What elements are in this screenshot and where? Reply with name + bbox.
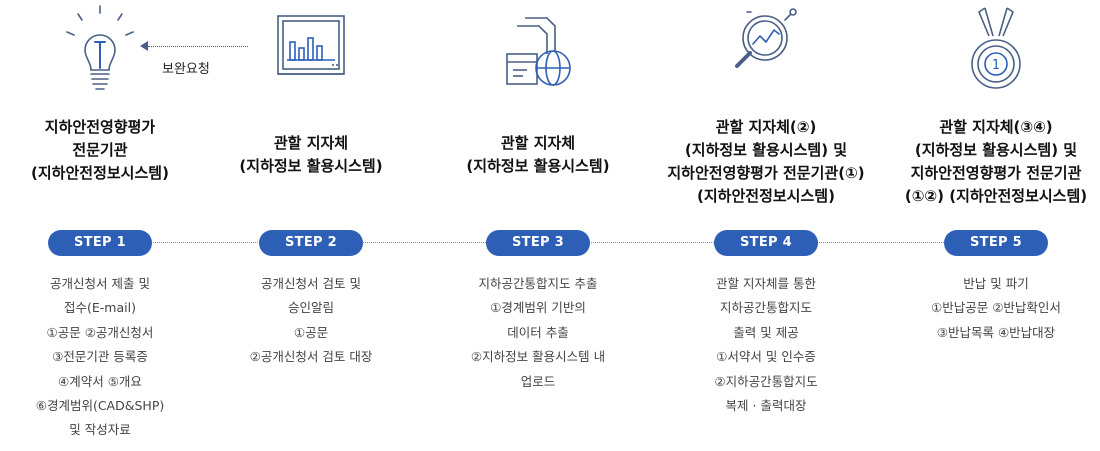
title-line: 전문기관 [72,141,128,159]
title-line: (지하정보 활용시스템) [239,157,383,175]
step-5-description: 반납 및 파기 ①반납공문 ②반납확인서 ③반납목록 ④반납대장 [886,272,1100,345]
step-3-column: 관할 지자체 (지하정보 활용시스템) STEP 3 지하공간통합지도 추출 ①… [428,0,648,451]
title-line: (①②) (지하안전정보시스템) [904,187,1088,205]
step-2-title: 관할 지자체 (지하정보 활용시스템) [201,132,421,178]
title-line: (지하정보 활용시스템) 및 [684,141,848,159]
desc-line: ①경계범위 기반의 [490,300,586,316]
feedback-arrow: 보완요청 [140,38,250,78]
step-4-title: 관할 지자체(②) (지하정보 활용시스템) 및 지하안전영향평가 전문기관(①… [656,116,876,208]
step-4-badge: STEP 4 [714,230,818,256]
step-5-title: 관할 지자체(③④) (지하정보 활용시스템) 및 지하안전영향평가 전문기관 … [886,116,1100,208]
desc-line: ①공문 [293,324,329,340]
desc-line: 복제 · 출력대장 [725,398,807,414]
step-1-badge: STEP 1 [48,230,152,256]
desc-line: ②지하정보 활용시스템 내 [470,349,606,365]
desc-line: 업로드 [520,373,556,389]
desc-line: ④계약서 ⑤개요 [58,373,142,389]
title-line: 관할 지자체(②) [715,118,817,136]
desc-line: 지하공간통합지도 추출 [478,276,598,291]
svg-text:1: 1 [992,58,1000,73]
desc-line: 및 작성자료 [69,422,131,438]
step-5-badge: STEP 5 [944,230,1048,256]
step-3-title: 관할 지자체 (지하정보 활용시스템) [428,132,648,178]
title-line: 관할 지자체(③④) [939,118,1053,136]
title-line: (지하안전정보시스템) [31,164,169,182]
title-line: 지하안전영향평가 전문기관(①) [667,164,865,182]
title-line: 지하안전영향평가 전문기관 [910,164,1082,182]
desc-line: ⑥경계범위(CAD&SHP) [35,398,165,414]
title-line: (지하안전정보시스템) [697,187,835,205]
step-3-description: 지하공간통합지도 추출 ①경계범위 기반의 데이터 추출 ②지하정보 활용시스템… [428,272,648,394]
lightbulb-icon [45,0,155,105]
desc-line: 관할 지자체를 통한 [716,276,816,291]
desc-line: 접수(E-mail) [64,300,136,316]
step-4-description: 관할 지자체를 통한 지하공간통합지도 출력 및 제공 ①서약서 및 인수증 ②… [656,272,876,418]
title-line: 관할 지자체 [500,134,576,152]
desc-line: 출력 및 제공 [733,324,799,340]
desc-line: 데이터 추출 [507,324,569,340]
step-5-column: 1 관할 지자체(③④) (지하정보 활용시스템) 및 지하안전영향평가 전문기… [886,0,1100,451]
monitor-chart-icon [256,0,366,105]
desc-line: 공개신청서 제출 및 [50,276,150,291]
documents-globe-icon [483,0,593,105]
magnifier-chart-icon [711,0,821,105]
desc-line: ②지하공간통합지도 [714,373,818,389]
step-2-badge: STEP 2 [259,230,363,256]
medal-icon: 1 [941,0,1051,105]
title-line: 지하안전영향평가 [44,118,156,136]
title-line: (지하정보 활용시스템) [466,157,610,175]
desc-line: 반납 및 파기 [963,276,1029,291]
step-2-column: 관할 지자체 (지하정보 활용시스템) STEP 2 공개신청서 검토 및 승인… [201,0,421,451]
step-2-description: 공개신청서 검토 및 승인알림 ①공문 ②공개신청서 검토 대장 [201,272,421,370]
desc-line: 공개신청서 검토 및 [261,276,361,291]
arrow-dotted-line [148,46,248,47]
feedback-label: 보완요청 [162,62,210,77]
title-line: 관할 지자체 [273,134,349,152]
desc-line: 지하공간통합지도 [719,300,812,316]
desc-line: ①반납공문 ②반납확인서 [931,300,1061,316]
desc-line: ①서약서 및 인수증 [716,349,816,365]
desc-line: ③반납목록 ④반납대장 [936,324,1056,340]
arrow-left-icon [140,41,148,51]
desc-line: ①공문 ②공개신청서 [46,324,154,340]
step-4-column: 관할 지자체(②) (지하정보 활용시스템) 및 지하안전영향평가 전문기관(①… [656,0,876,451]
step-1-column: 지하안전영향평가 전문기관 (지하안전정보시스템) STEP 1 공개신청서 제… [0,0,210,451]
step-3-badge: STEP 3 [486,230,590,256]
desc-line: ②공개신청서 검토 대장 [249,349,373,365]
desc-line: 승인알림 [287,300,334,316]
step-1-title: 지하안전영향평가 전문기관 (지하안전정보시스템) [0,116,210,185]
step-1-description: 공개신청서 제출 및 접수(E-mail) ①공문 ②공개신청서 ③전문기관 등… [0,272,210,443]
title-line: (지하정보 활용시스템) 및 [914,141,1078,159]
desc-line: ③전문기관 등록증 [52,349,148,365]
